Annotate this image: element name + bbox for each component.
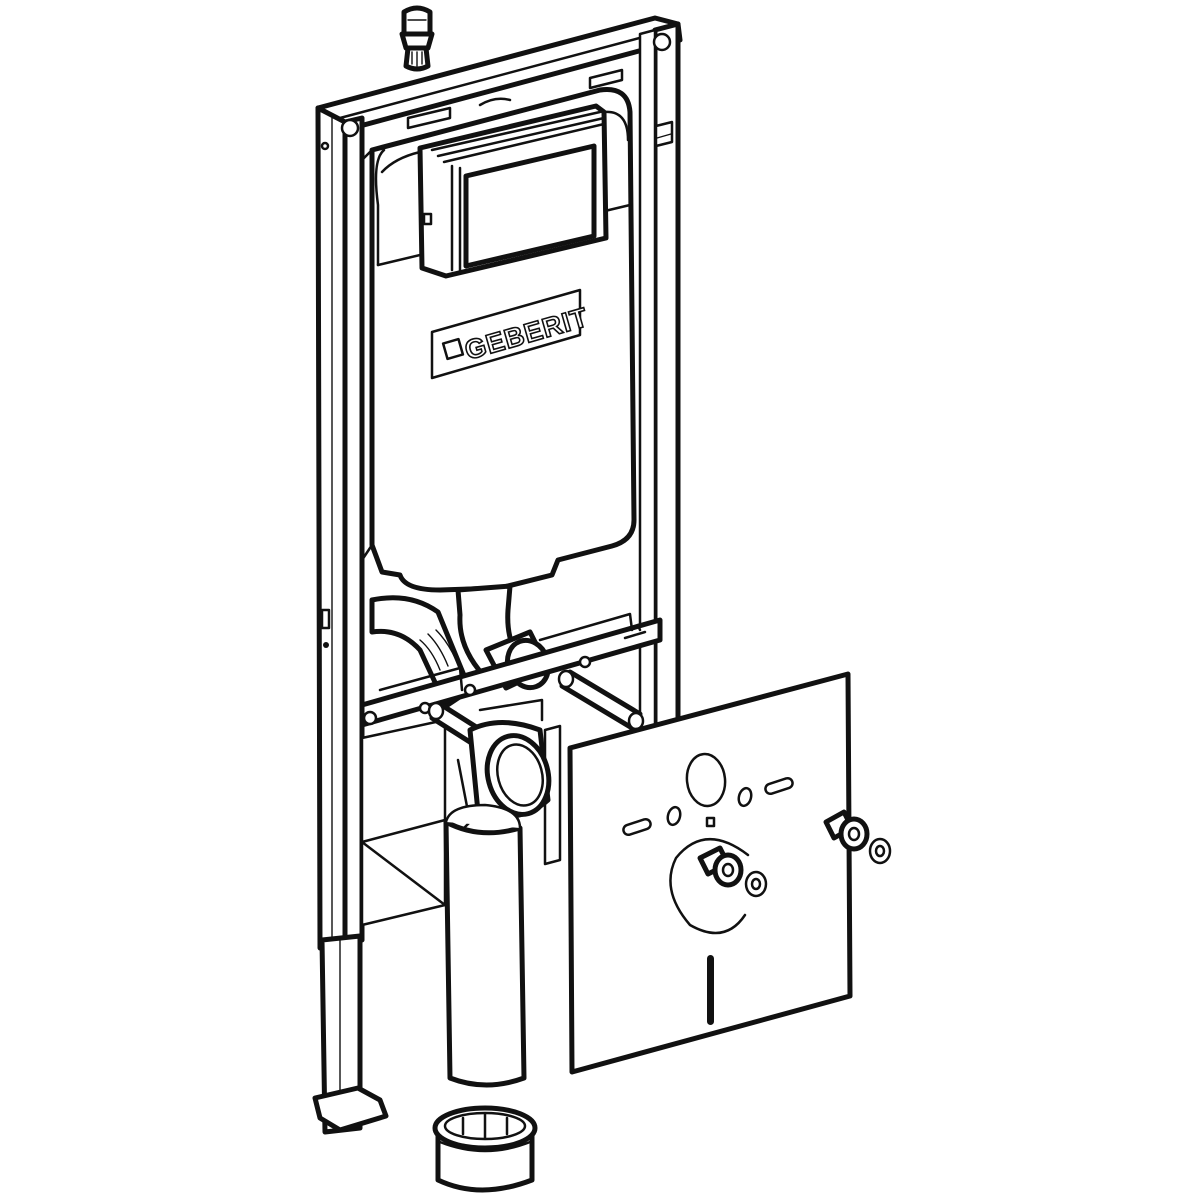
drain-pipe <box>443 803 527 1088</box>
lower-cross-rail <box>359 612 663 728</box>
supply-valve <box>399 5 435 72</box>
drain-pipe-connector <box>432 1105 538 1193</box>
washers <box>744 837 892 898</box>
bolt-right <box>823 809 870 852</box>
bolt-center <box>697 845 744 888</box>
actuation-opening-box <box>380 68 630 279</box>
drain-elbow <box>456 698 552 832</box>
mounting-bolts <box>697 809 870 888</box>
carrier-frame <box>312 15 683 1135</box>
